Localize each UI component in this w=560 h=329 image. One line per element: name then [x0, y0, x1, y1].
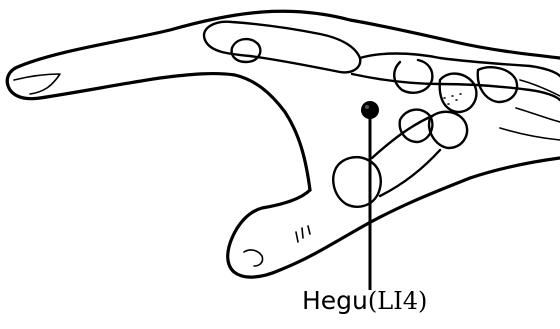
wrist-line-3 — [500, 128, 560, 140]
wrist-line-2 — [516, 108, 560, 122]
acupoint-name: Hegu — [302, 286, 368, 315]
index-finger-underside — [40, 74, 310, 190]
acupoint-label: Hegu(LI4) — [302, 288, 427, 313]
bone-structures — [204, 22, 560, 207]
acupoint-code: (LI4) — [368, 287, 427, 315]
nail-line — [14, 74, 60, 94]
second-metacarpal — [360, 54, 560, 77]
wrist-line-1 — [520, 80, 560, 96]
carpal-bone-1 — [440, 74, 477, 112]
acupoint-dot-highlight — [365, 105, 369, 109]
thumb-outline — [228, 158, 560, 277]
phalanx-joint — [232, 39, 261, 62]
thumb-tip-detail — [244, 250, 263, 266]
metacarpal-head — [394, 60, 432, 93]
hand-outline — [7, 11, 560, 277]
thumb-crease — [296, 226, 310, 242]
carpal-dots — [444, 94, 461, 104]
index-finger-top-edge — [20, 11, 560, 66]
acupoint-dot — [361, 101, 379, 119]
first-metacarpal — [333, 157, 381, 207]
second-metacarpal-lower — [352, 74, 560, 100]
proximal-phalanx — [204, 22, 360, 73]
carpal-bone-3 — [429, 112, 467, 148]
